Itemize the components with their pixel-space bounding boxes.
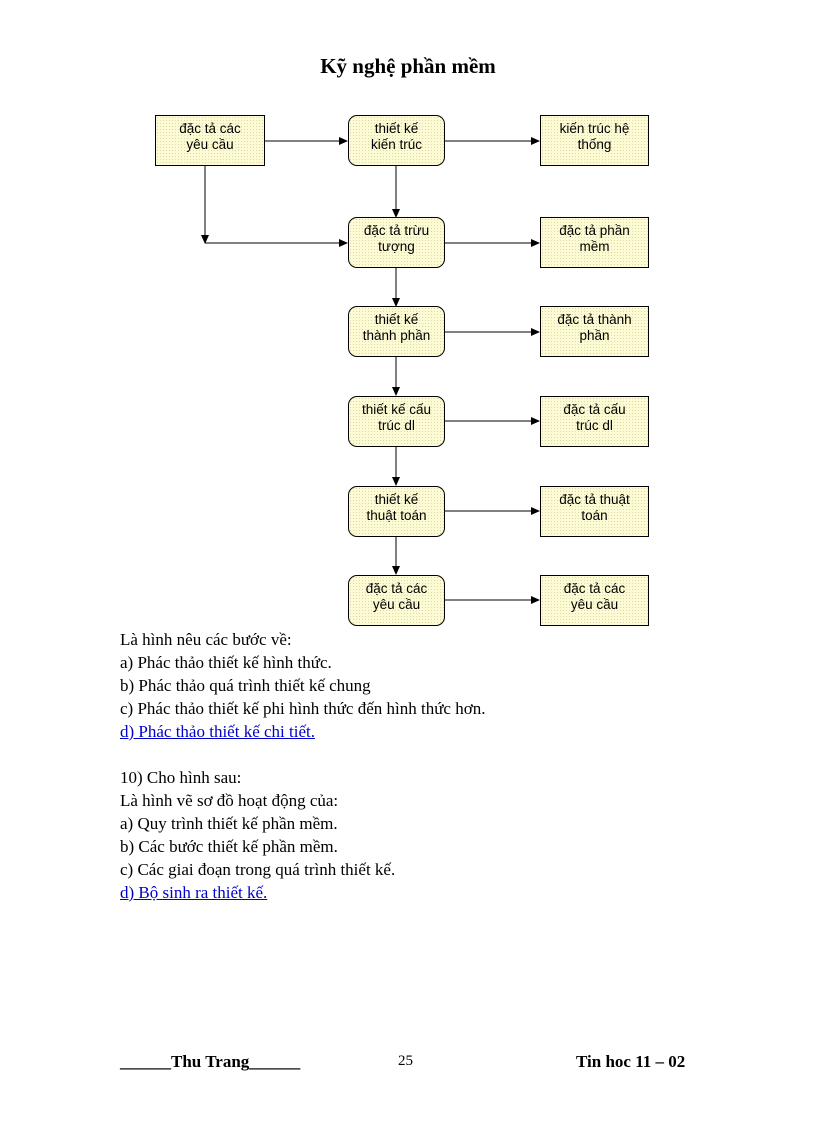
box-data-structure-design: thiết kế cấu trúc dl bbox=[348, 396, 445, 447]
footer-author: ______Thu Trang______ bbox=[120, 1052, 301, 1071]
box-software-spec: đặc tả phần mềm bbox=[540, 217, 649, 268]
box-architecture-design: thiết kế kiến trúc bbox=[348, 115, 445, 166]
box-component-design: thiết kế thành phần bbox=[348, 306, 445, 357]
question10-option-a: a) Quy trình thiết kế phần mềm. bbox=[120, 814, 338, 833]
box-abstract-spec: đặc tả trừu tượng bbox=[348, 217, 445, 268]
box-requirements-spec-bottom: đặc tả các yêu cầu bbox=[348, 575, 445, 626]
question9-answer-link[interactable]: d) Phác thảo thiết kế chi tiết. bbox=[120, 722, 315, 741]
box-requirements-spec-right: đặc tả các yêu cầu bbox=[540, 575, 649, 626]
question10-stem: Là hình vẽ sơ đồ hoạt động của: bbox=[120, 791, 339, 810]
footer-page-number: 25 bbox=[398, 1053, 413, 1069]
box-spec-requirements: đặc tả các yêu cầu bbox=[155, 115, 265, 166]
question9-option-c: c) Phác thảo thiết kế phi hình thức đến … bbox=[120, 699, 486, 718]
box-data-structure-spec: đặc tả cấu trúc dl bbox=[540, 396, 649, 447]
box-algorithm-spec: đặc tả thuật toán bbox=[540, 486, 649, 537]
question-block: Là hình nêu các bước về: a) Phác thảo th… bbox=[120, 628, 740, 904]
question9-stem: Là hình nêu các bước về: bbox=[120, 630, 292, 649]
question10-option-b: b) Các bước thiết kế phần mềm. bbox=[120, 837, 338, 856]
flow-diagram bbox=[201, 137, 540, 604]
box-component-spec: đặc tả thành phần bbox=[540, 306, 649, 357]
question9-option-a: a) Phác thảo thiết kế hình thức. bbox=[120, 653, 332, 672]
question10-answer-link[interactable]: d) Bộ sinh ra thiết kế. bbox=[120, 883, 268, 902]
page-title: Kỹ nghệ phần mềm bbox=[320, 54, 496, 78]
box-algorithm-design: thiết kế thuật toán bbox=[348, 486, 445, 537]
question10-heading: 10) Cho hình sau: bbox=[120, 768, 242, 787]
box-system-architecture: kiến trúc hệ thống bbox=[540, 115, 649, 166]
question10-option-c: c) Các giai đoạn trong quá trình thiết k… bbox=[120, 860, 396, 879]
question9-option-b: b) Phác thảo quá trình thiết kế chung bbox=[120, 676, 371, 695]
footer-course: Tin hoc 11 – 02 bbox=[576, 1052, 686, 1071]
